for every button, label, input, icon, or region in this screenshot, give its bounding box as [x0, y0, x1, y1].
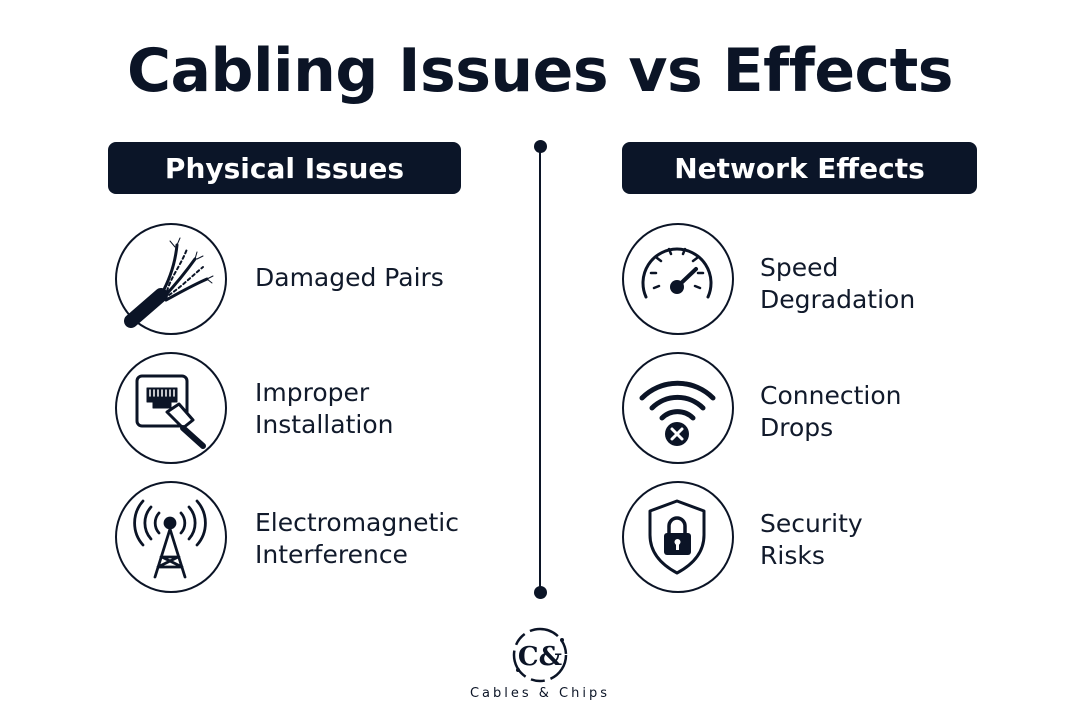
radio-tower-icon — [115, 481, 227, 593]
cables-and-chips-logo: C& — [510, 626, 570, 684]
effect-label-speed-degradation: Speed Degradation — [760, 253, 916, 314]
divider-bottom-dot — [534, 586, 547, 599]
wifi-off-icon — [622, 352, 734, 464]
effect-label-connection-drops: Connection Drops — [760, 381, 902, 442]
brand-name: Cables & Chips — [469, 686, 611, 701]
shield-lock-icon — [622, 481, 734, 593]
network-effects-header: Network Effects — [622, 142, 977, 194]
ethernet-port-icon — [115, 352, 227, 464]
issue-label-electromagnetic-interference: Electromagnetic Interference — [255, 508, 459, 569]
twisted-pairs-icon — [115, 223, 227, 335]
issue-label-improper-installation: Improper Installation — [255, 378, 394, 439]
physical-issues-header: Physical Issues — [108, 142, 461, 194]
issue-label-damaged-pairs: Damaged Pairs — [255, 263, 444, 292]
speedometer-icon — [622, 223, 734, 335]
divider-top-dot — [534, 140, 547, 153]
center-divider — [539, 146, 541, 592]
effect-label-security-risks: Security Risks — [760, 509, 863, 570]
page-title: Cabling Issues vs Effects — [127, 36, 953, 106]
logo-monogram: C& — [518, 642, 562, 672]
